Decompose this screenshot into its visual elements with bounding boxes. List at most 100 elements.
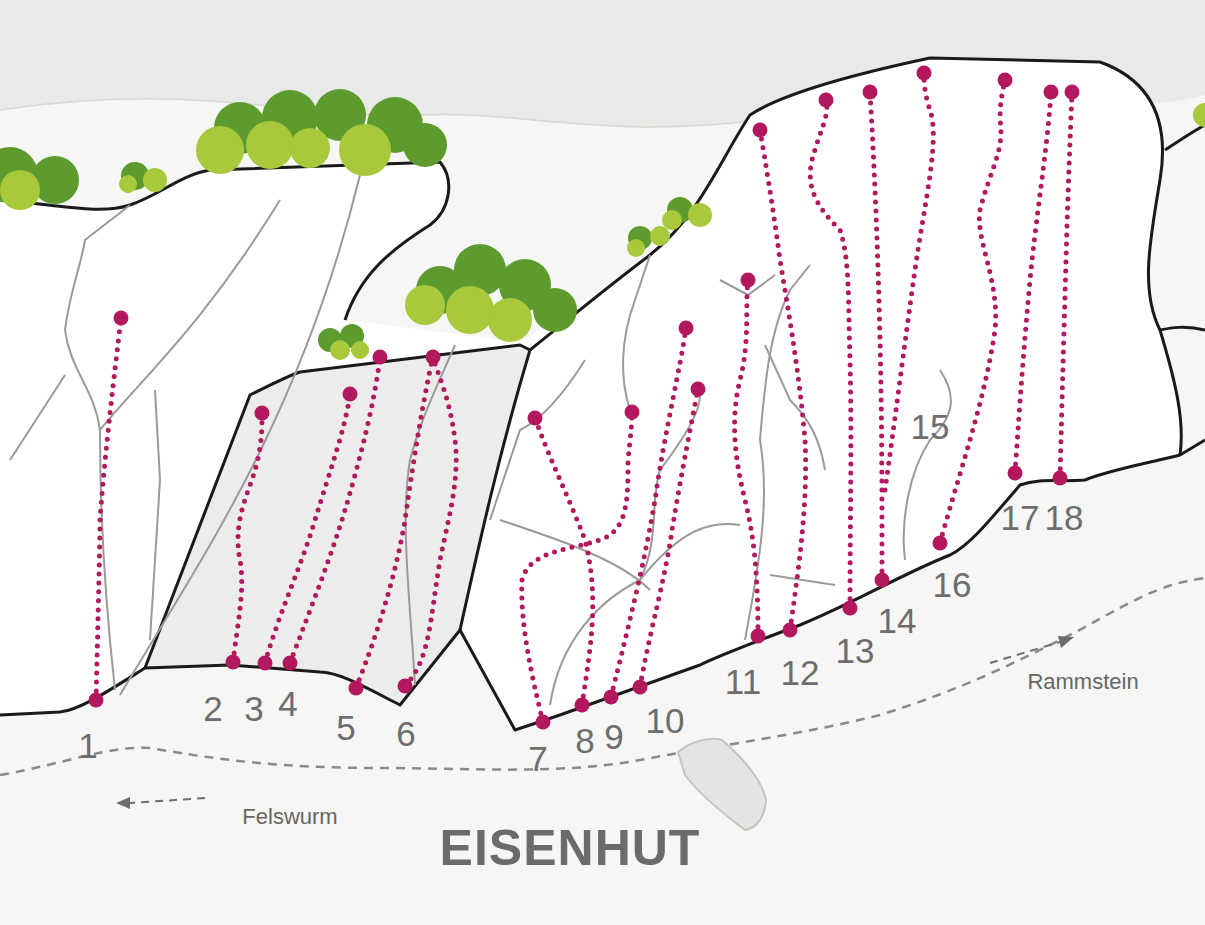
bush xyxy=(627,197,712,257)
route-dot xyxy=(633,680,648,695)
bush xyxy=(0,147,79,210)
route-number: 15 xyxy=(911,409,950,444)
direction-label: Felswurm xyxy=(242,806,337,828)
rock-outline-middle xyxy=(145,345,530,668)
route-dot xyxy=(426,350,441,365)
crack xyxy=(150,390,160,640)
rock-outline-base xyxy=(0,440,1205,730)
rock-body xyxy=(0,58,1181,730)
route-dot xyxy=(398,679,413,694)
route-line xyxy=(940,80,1005,543)
crack xyxy=(745,265,810,640)
route-number: 10 xyxy=(646,703,685,738)
bush xyxy=(119,162,167,193)
rock-outline-far-right xyxy=(1160,125,1205,330)
route-line xyxy=(356,357,433,688)
route-dot xyxy=(283,656,298,671)
route-number: 8 xyxy=(575,723,594,758)
direction-label: Rammstein xyxy=(1027,671,1138,693)
route-number: 12 xyxy=(781,655,820,690)
route-line xyxy=(870,92,882,580)
route-dot xyxy=(343,387,358,402)
route-number: 9 xyxy=(604,719,623,754)
route-number: 16 xyxy=(933,567,972,602)
rock-outline-right xyxy=(530,58,1181,455)
route-line xyxy=(535,418,593,705)
crack xyxy=(490,360,585,520)
route-line xyxy=(1060,92,1072,478)
route-dot xyxy=(258,656,273,671)
route-dot xyxy=(783,623,798,638)
route-number: 4 xyxy=(278,686,297,721)
route-line xyxy=(735,280,758,636)
route-dot xyxy=(917,66,932,81)
route-line xyxy=(1015,92,1051,473)
route-dot xyxy=(1065,85,1080,100)
route-dot xyxy=(604,690,619,705)
route-dot xyxy=(863,85,878,100)
crack xyxy=(640,524,740,580)
route-dot xyxy=(679,321,694,336)
route-number: 7 xyxy=(528,741,547,776)
route-dot xyxy=(89,693,104,708)
crack xyxy=(10,375,65,460)
crack xyxy=(100,200,280,430)
route-dot xyxy=(753,123,768,138)
route-number: 1 xyxy=(78,728,97,763)
bush xyxy=(318,324,369,360)
route-number: 13 xyxy=(836,633,875,668)
route-number: 18 xyxy=(1045,500,1084,535)
route-dot xyxy=(691,382,706,397)
route-dot xyxy=(843,601,858,616)
route-number: 2 xyxy=(203,691,222,726)
route-number: 5 xyxy=(336,710,355,745)
route-dot xyxy=(255,406,270,421)
route-dot xyxy=(819,93,834,108)
route-dot xyxy=(1008,466,1023,481)
route-dot xyxy=(536,715,551,730)
route-dot xyxy=(528,411,543,426)
route-number: 6 xyxy=(396,716,415,751)
rock-cracks xyxy=(10,175,951,705)
climbing-routes xyxy=(96,73,1072,722)
route-line xyxy=(405,357,456,686)
route-line xyxy=(290,357,380,663)
path-arrow xyxy=(130,798,205,803)
crack xyxy=(904,370,951,560)
approach-path xyxy=(0,578,1205,775)
crack xyxy=(623,255,650,410)
route-dot xyxy=(625,405,640,420)
route-dot xyxy=(933,536,948,551)
rock-outline xyxy=(0,58,1205,730)
arrow-head xyxy=(1058,636,1074,648)
arrow-shaft xyxy=(990,642,1060,663)
path-arrow xyxy=(990,642,1060,663)
route-dot xyxy=(751,629,766,644)
route-dot xyxy=(349,681,364,696)
boulder xyxy=(678,739,766,830)
arrow-head xyxy=(116,797,130,809)
arrow-shaft xyxy=(130,798,205,803)
route-dot xyxy=(114,311,129,326)
route-anchors xyxy=(89,66,1080,730)
route-dot xyxy=(875,573,890,588)
route-line xyxy=(522,412,632,722)
route-line xyxy=(760,130,806,630)
route-dot xyxy=(1044,85,1059,100)
route-line xyxy=(233,413,262,662)
crack xyxy=(120,175,360,695)
route-number: 11 xyxy=(725,664,761,699)
route-number: 3 xyxy=(244,691,263,726)
bush xyxy=(196,89,447,176)
route-dot xyxy=(226,655,241,670)
route-number: 17 xyxy=(1001,500,1040,535)
route-line xyxy=(640,389,698,687)
crag-title: EISENHUT xyxy=(440,823,701,873)
route-dot xyxy=(741,273,756,288)
route-dot xyxy=(575,698,590,713)
bush xyxy=(1193,103,1205,127)
route-dot xyxy=(1053,471,1068,486)
route-line xyxy=(96,318,121,700)
route-dot xyxy=(373,350,388,365)
